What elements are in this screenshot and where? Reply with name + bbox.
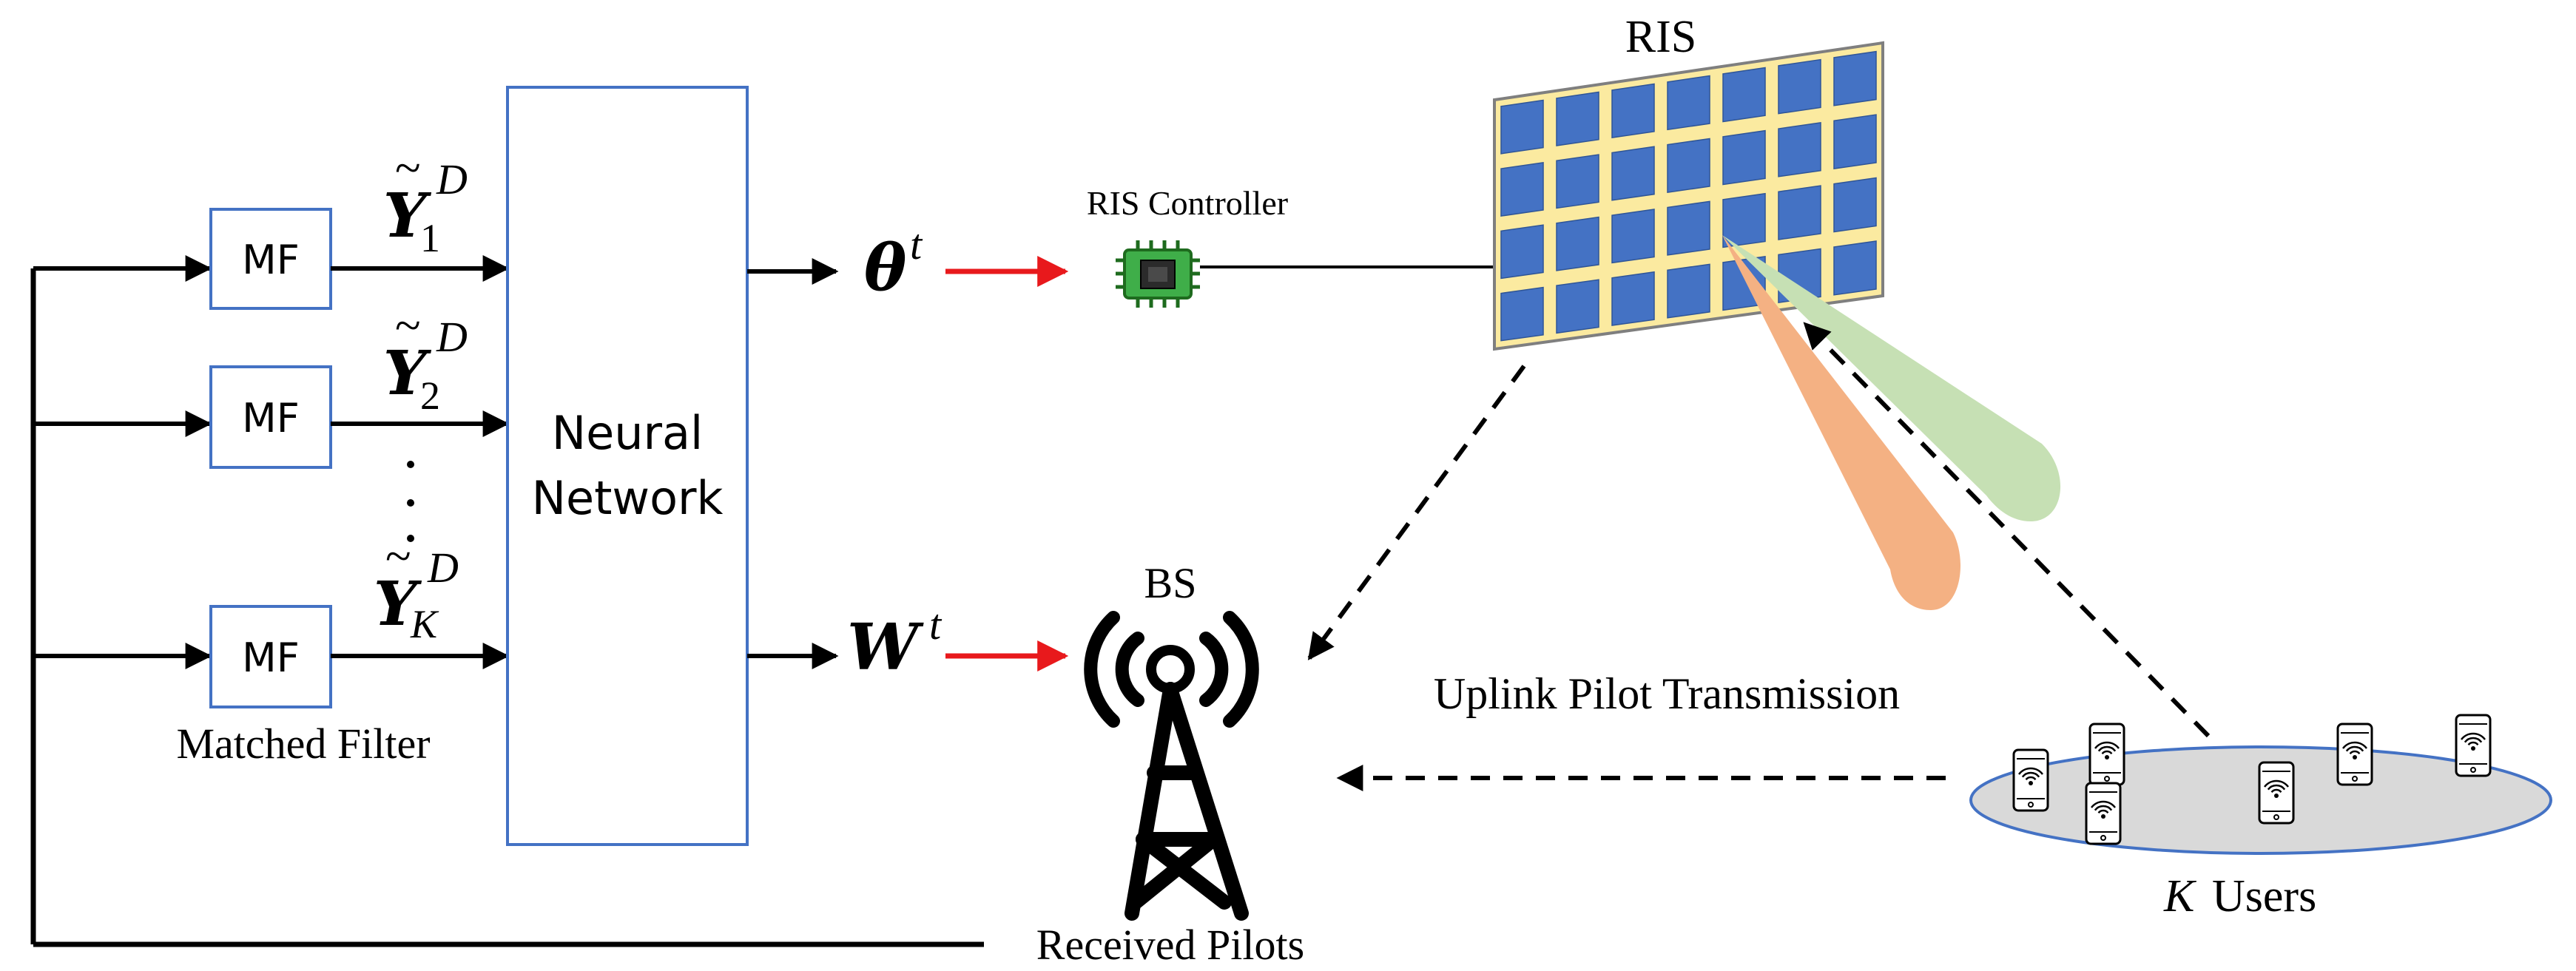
subscript-k: K xyxy=(410,602,439,646)
y-symbol: Y xyxy=(383,180,432,251)
superscript-d: D xyxy=(436,313,468,361)
mf-block-2: MF xyxy=(209,365,332,469)
theta-symbol: θ xyxy=(864,231,907,305)
matched-filter-label: Matched Filter xyxy=(176,720,430,768)
mf-label: MF xyxy=(242,237,300,283)
tower-icon xyxy=(1084,611,1259,921)
ris-element xyxy=(1833,114,1877,169)
phone-icon xyxy=(2455,714,2492,777)
phone-icon xyxy=(2258,761,2295,825)
ris-element xyxy=(1778,185,1821,240)
nn-label-line1: Neural xyxy=(552,406,704,460)
tilde: ~ xyxy=(385,530,411,582)
theta-output: θ t xyxy=(864,220,923,305)
feedback-loop xyxy=(30,268,984,947)
ris-element xyxy=(1611,209,1655,264)
ris-element xyxy=(1611,146,1655,201)
nn-output-arrows xyxy=(747,258,839,669)
ris-element xyxy=(1556,91,1599,146)
phone-icon xyxy=(2012,748,2049,812)
mf-input-arrows xyxy=(33,255,212,669)
w-symbol: W xyxy=(847,610,924,685)
ris-element xyxy=(1611,271,1655,326)
superscript-d: D xyxy=(427,544,459,592)
ris-element xyxy=(1500,286,1544,342)
ris-controller-label: RIS Controller xyxy=(1087,184,1288,222)
phone-icon xyxy=(2336,723,2373,786)
ris-element xyxy=(1778,121,1821,177)
ris-element xyxy=(1667,138,1710,193)
ris-element xyxy=(1778,58,1821,115)
ris-element xyxy=(1833,177,1877,233)
reflected-beams xyxy=(1722,235,2061,610)
ris-element xyxy=(1556,279,1599,334)
ris-element xyxy=(1833,240,1877,296)
bs-label: BS xyxy=(1144,559,1197,607)
phone-icon xyxy=(2088,723,2125,786)
y-symbol: Y xyxy=(383,338,432,409)
mf-label: MF xyxy=(242,635,300,681)
ris-element xyxy=(1667,75,1710,131)
k-users-label: K Users xyxy=(2163,871,2316,921)
ris-element xyxy=(1722,67,1766,123)
ris-element xyxy=(1833,50,1877,106)
ris-element xyxy=(1500,99,1544,155)
tilde: ~ xyxy=(395,299,421,351)
mf-block-1: MF xyxy=(209,208,332,310)
user-devices xyxy=(2012,714,2492,845)
red-arrows xyxy=(945,256,1069,671)
uplink-label: Uplink Pilot Transmission xyxy=(1434,669,1900,718)
w-superscript: t xyxy=(929,600,943,649)
chip-icon xyxy=(1116,240,1200,308)
ris-element xyxy=(1667,263,1710,319)
ris-element xyxy=(1722,129,1766,186)
signal-y2: Y ~ D 2 xyxy=(383,299,468,418)
phone-icon xyxy=(2085,782,2122,845)
neural-network-block: Neural Network xyxy=(506,86,749,846)
mf-block-k: MF xyxy=(209,605,332,708)
signal-y1: Y ~ D 1 xyxy=(383,141,468,260)
theta-superscript: t xyxy=(910,220,923,268)
nn-label-line2: Network xyxy=(532,471,724,525)
ris-element xyxy=(1556,154,1599,209)
ris-panel xyxy=(1493,41,1884,351)
users-k-symbol: K xyxy=(2163,871,2197,921)
ris-element xyxy=(1722,192,1766,248)
subscript-2: 2 xyxy=(420,373,440,418)
superscript-d: D xyxy=(436,155,468,203)
signal-yk: Y ~ D K xyxy=(374,530,459,646)
y-symbol: Y xyxy=(374,569,422,640)
ris-element xyxy=(1500,224,1544,280)
ris-element xyxy=(1667,200,1710,256)
mf-label: MF xyxy=(242,395,300,441)
w-output: W t xyxy=(847,600,943,685)
tilde: ~ xyxy=(395,141,421,194)
vertical-ellipsis xyxy=(407,461,414,542)
mf-output-arrows xyxy=(331,255,510,669)
users-text: Users xyxy=(2212,871,2316,921)
received-pilots-label: Received Pilots xyxy=(1036,921,1304,969)
ris-element xyxy=(1500,161,1544,217)
dashed-paths xyxy=(1307,322,2211,791)
ris-element xyxy=(1556,216,1599,271)
ris-label: RIS xyxy=(1625,12,1696,62)
ris-element xyxy=(1611,83,1655,139)
subscript-1: 1 xyxy=(420,216,440,260)
